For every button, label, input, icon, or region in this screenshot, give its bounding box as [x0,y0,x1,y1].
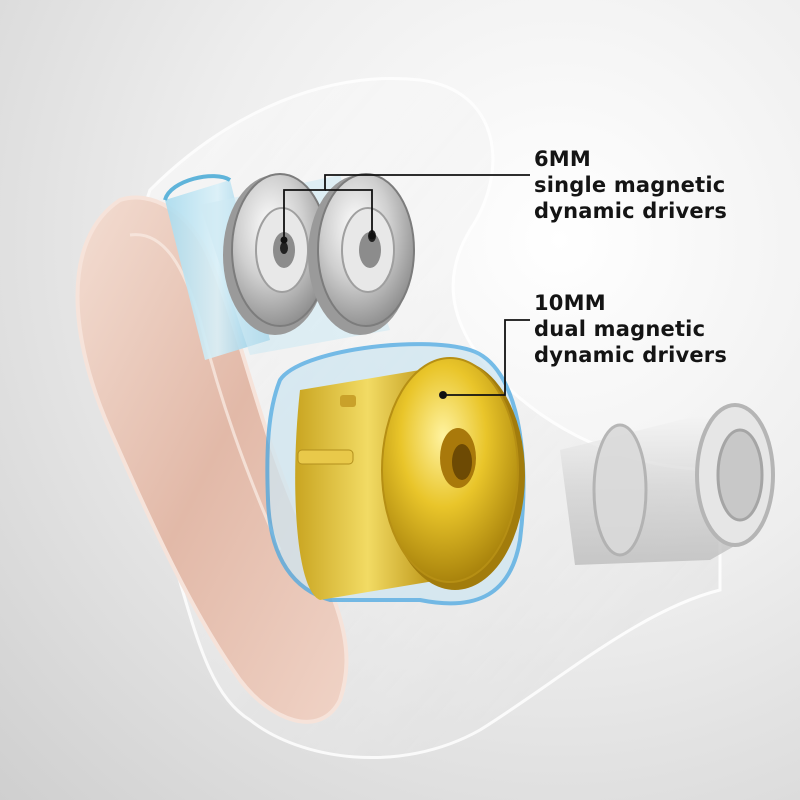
callout-6mm-drivers: 6MM single magnetic dynamic drivers [534,146,727,224]
callout-10mm-size: 10MM [534,291,606,315]
leader-lines [283,174,530,396]
leader-line-10mm [443,319,530,396]
large-driver [265,342,526,606]
callout-6mm-size: 6MM [534,147,592,171]
callout-10mm-driver: 10MM dual magnetic dynamic drivers [534,290,727,368]
callout-10mm-line3: dynamic drivers [534,343,728,367]
small-driver-left [223,173,329,335]
small-driver-right [308,173,415,335]
callout-10mm-line2: dual magnetic [534,317,706,341]
nozzle [560,403,775,565]
callout-6mm-line2: single magnetic [534,173,726,197]
leader-line-6mm-right [325,189,373,236]
callout-6mm-line3: dynamic drivers [534,199,728,223]
